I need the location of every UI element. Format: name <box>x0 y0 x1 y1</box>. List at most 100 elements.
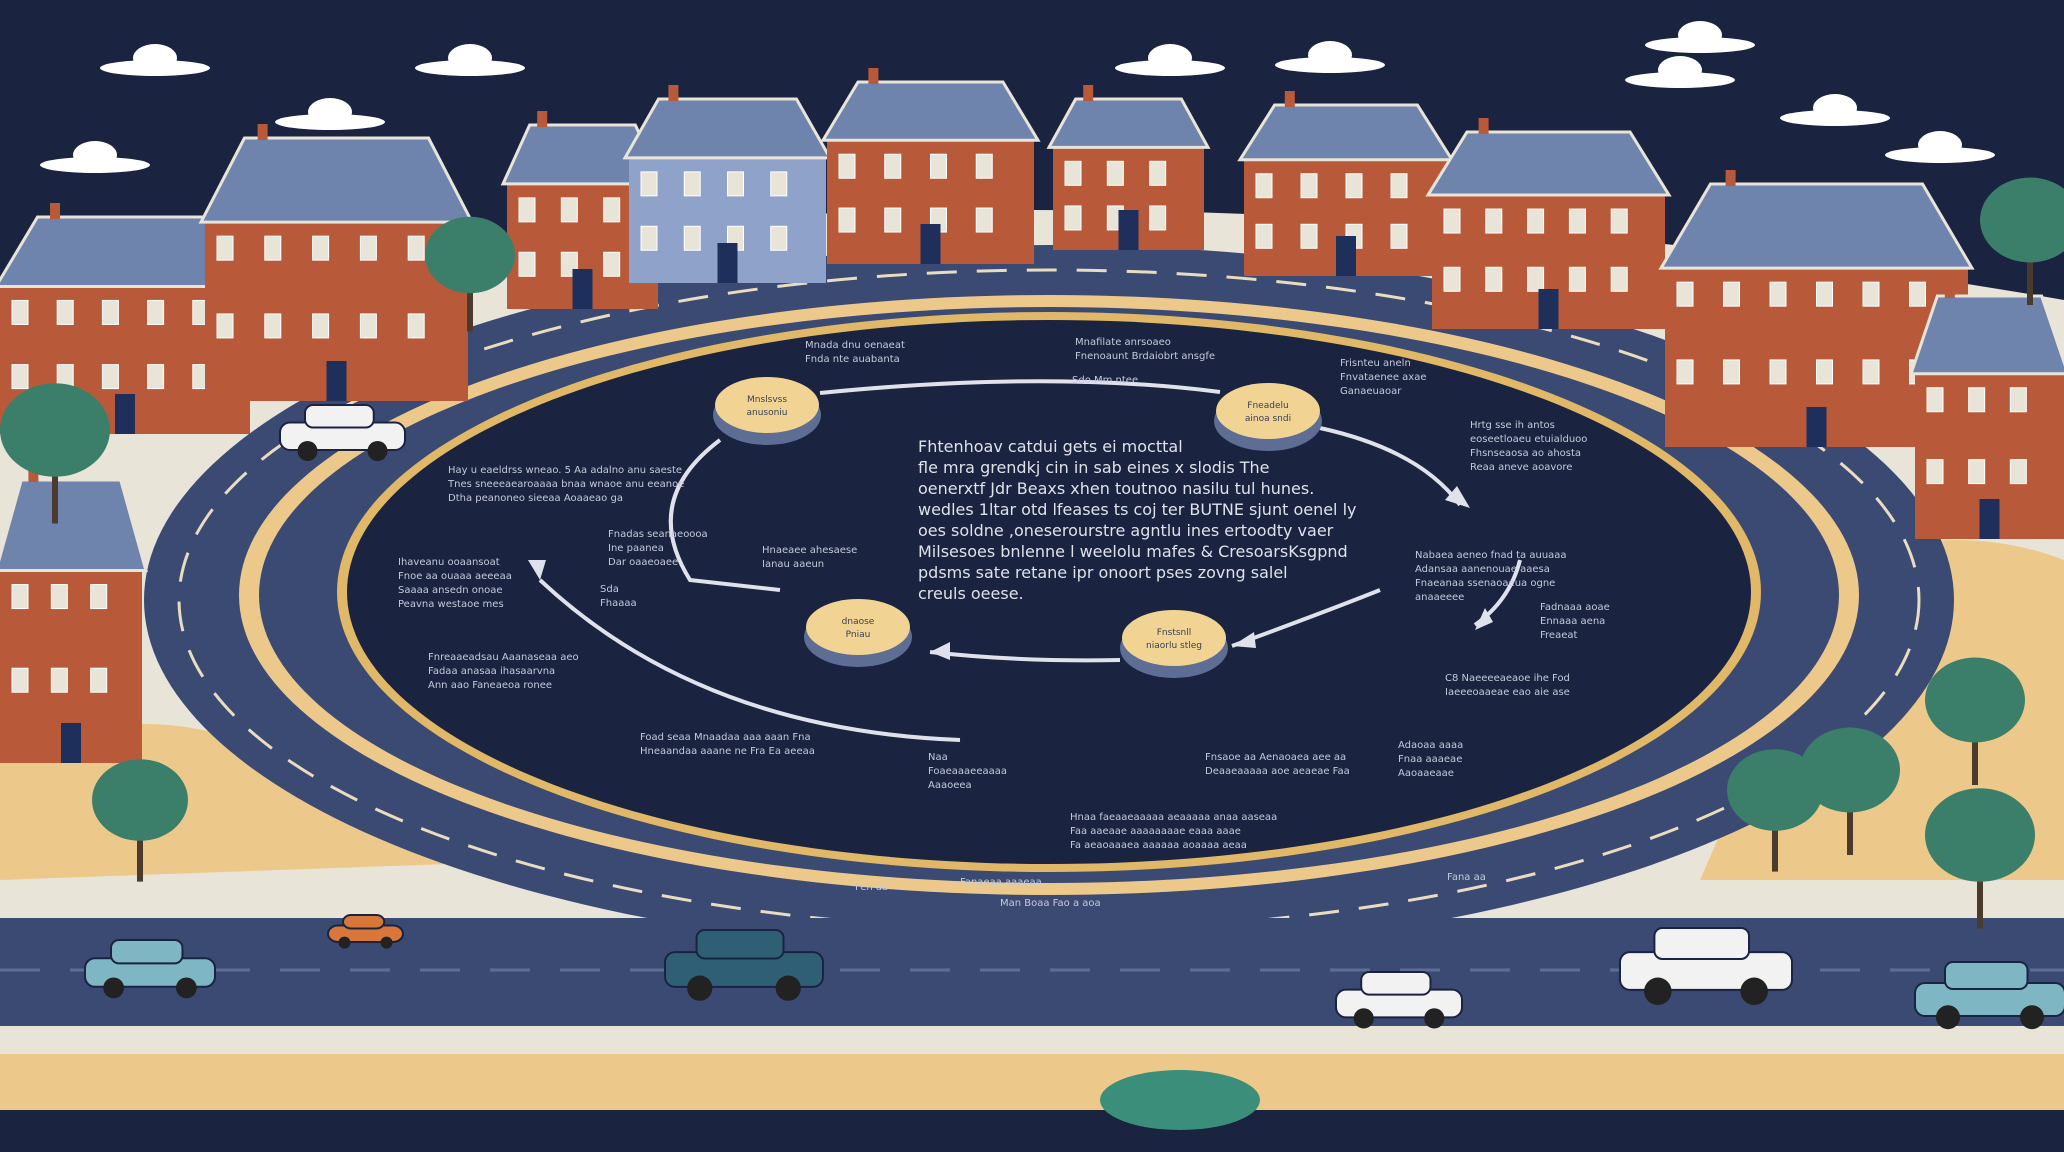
annotation-text: Deaaeaaaaa aoe aeaeae Faa <box>1205 766 1350 777</box>
car <box>1335 971 1463 1029</box>
window <box>640 171 658 197</box>
window <box>838 153 856 179</box>
window <box>216 235 234 261</box>
central-text-line: wedles 1ltar otd lfeases ts coj ter BUTN… <box>918 500 1357 519</box>
door <box>115 394 135 434</box>
annotation-text: Ennaaa aena <box>1540 616 1605 627</box>
door <box>1118 210 1139 250</box>
window <box>930 153 947 179</box>
door <box>717 243 738 283</box>
window <box>2009 459 2027 485</box>
window <box>1862 359 1880 385</box>
annotation-text: Reaa aneve aoavore <box>1470 462 1572 473</box>
annotation-text: Fhsnseaosa ao ahosta <box>1470 448 1581 459</box>
flow-arrows <box>538 379 1522 742</box>
tree <box>1925 788 2035 929</box>
annotation-text: Fadaa anasaa ihasaarvna <box>428 666 555 677</box>
cloud <box>1645 21 1755 53</box>
window <box>90 584 108 610</box>
window <box>1149 205 1167 231</box>
annotation-text: Tnes sneeeaearoaaaa bnaa wnaoe anu eeano… <box>447 479 684 490</box>
node-sub: ainoa sndi <box>1245 414 1291 424</box>
window <box>1926 459 1944 485</box>
window <box>838 207 856 233</box>
central-text-line: pdsms sate retane ipr onoort pses zovng … <box>918 563 1288 582</box>
node-sub: Pniau <box>846 630 871 640</box>
annotation-text: Hnaa faeaaeaaaaa aeaaaaa anaa aaseaa <box>1070 812 1277 823</box>
annotation-text: Hnaeaee ahesaese <box>762 545 857 556</box>
central-text-line: oenerxtf Jdr Beaxs xhen toutnoo nasilu t… <box>918 479 1314 498</box>
node-label: Fneadelu <box>1247 401 1288 411</box>
window <box>727 171 744 197</box>
window <box>1968 387 1986 413</box>
window <box>975 207 993 233</box>
window <box>1816 359 1833 385</box>
window <box>683 225 701 251</box>
window <box>1527 208 1545 234</box>
bottom-band <box>0 1110 2064 1152</box>
road-marking <box>177 268 1921 932</box>
window <box>1485 208 1503 234</box>
window <box>1610 266 1628 292</box>
central-island <box>347 320 1751 864</box>
annotation-text: Iaeeeoaaeae eao aie ase <box>1445 687 1570 698</box>
annotation-text: Frisnteu aneln <box>1340 358 1411 369</box>
annotation-text: Peavna westaoe mes <box>398 599 504 610</box>
annotation-text: Fnaa aaaeae <box>1398 754 1462 765</box>
tree <box>425 216 515 332</box>
window <box>1676 281 1694 307</box>
house <box>0 466 148 763</box>
cloud <box>275 98 385 130</box>
houses <box>0 68 2064 763</box>
window <box>1300 173 1318 199</box>
window <box>147 364 165 390</box>
house <box>1425 118 1672 329</box>
window <box>1568 266 1586 292</box>
window <box>407 235 425 261</box>
annotation-text: Ganaeuaoar <box>1340 386 1402 397</box>
central-text-line: fle mra grendkj cin in sab eines x slodi… <box>918 458 1270 477</box>
window <box>1926 387 1944 413</box>
annotation-text: Fnoe aa ouaaa aeeeaa <box>398 571 512 582</box>
window <box>603 197 621 223</box>
window <box>975 153 993 179</box>
arrow-left-loop <box>668 438 781 592</box>
window <box>1255 223 1273 249</box>
annotation-text: Aaoaaeaae <box>1398 768 1454 779</box>
window <box>11 584 29 610</box>
window <box>518 251 536 277</box>
sidewalk <box>0 1026 2064 1054</box>
annotation-text: C8 Naeeeeaeaoe ihe Fod <box>1445 673 1570 684</box>
window <box>407 313 425 339</box>
window <box>1527 266 1545 292</box>
annotation-text: Foaeaaaeeaaaa <box>928 766 1007 777</box>
annotation-text: Fnadas seanaeoooa <box>608 529 708 540</box>
annotation-text: Mnada dnu oenaeat <box>805 340 905 351</box>
annotation-text: Nabaea aeneo fnad ta auuaaa <box>1415 550 1567 561</box>
window <box>884 207 902 233</box>
car <box>327 914 404 949</box>
tree <box>1727 749 1823 872</box>
window <box>11 667 29 693</box>
annotation-text: Ine paanea <box>608 543 664 554</box>
window <box>147 299 165 325</box>
house <box>1046 85 1211 250</box>
window <box>1968 459 1986 485</box>
window <box>1862 281 1880 307</box>
window <box>683 171 701 197</box>
annotation-text: Ianau aaeun <box>762 559 824 570</box>
window <box>50 667 68 693</box>
door <box>326 361 347 401</box>
cars <box>84 404 2064 1030</box>
annotation-text: Adaoaa aaaa <box>1398 740 1463 751</box>
annotation-text: Saaaa ansedn onoae <box>398 585 503 596</box>
window <box>1149 160 1167 186</box>
window <box>90 667 108 693</box>
window <box>1568 208 1586 234</box>
annotation-text: Fnaeanaa ssenaoaeua ogne <box>1415 578 1555 589</box>
tree <box>1925 657 2025 785</box>
trees <box>0 177 2064 929</box>
house <box>1908 282 2064 539</box>
